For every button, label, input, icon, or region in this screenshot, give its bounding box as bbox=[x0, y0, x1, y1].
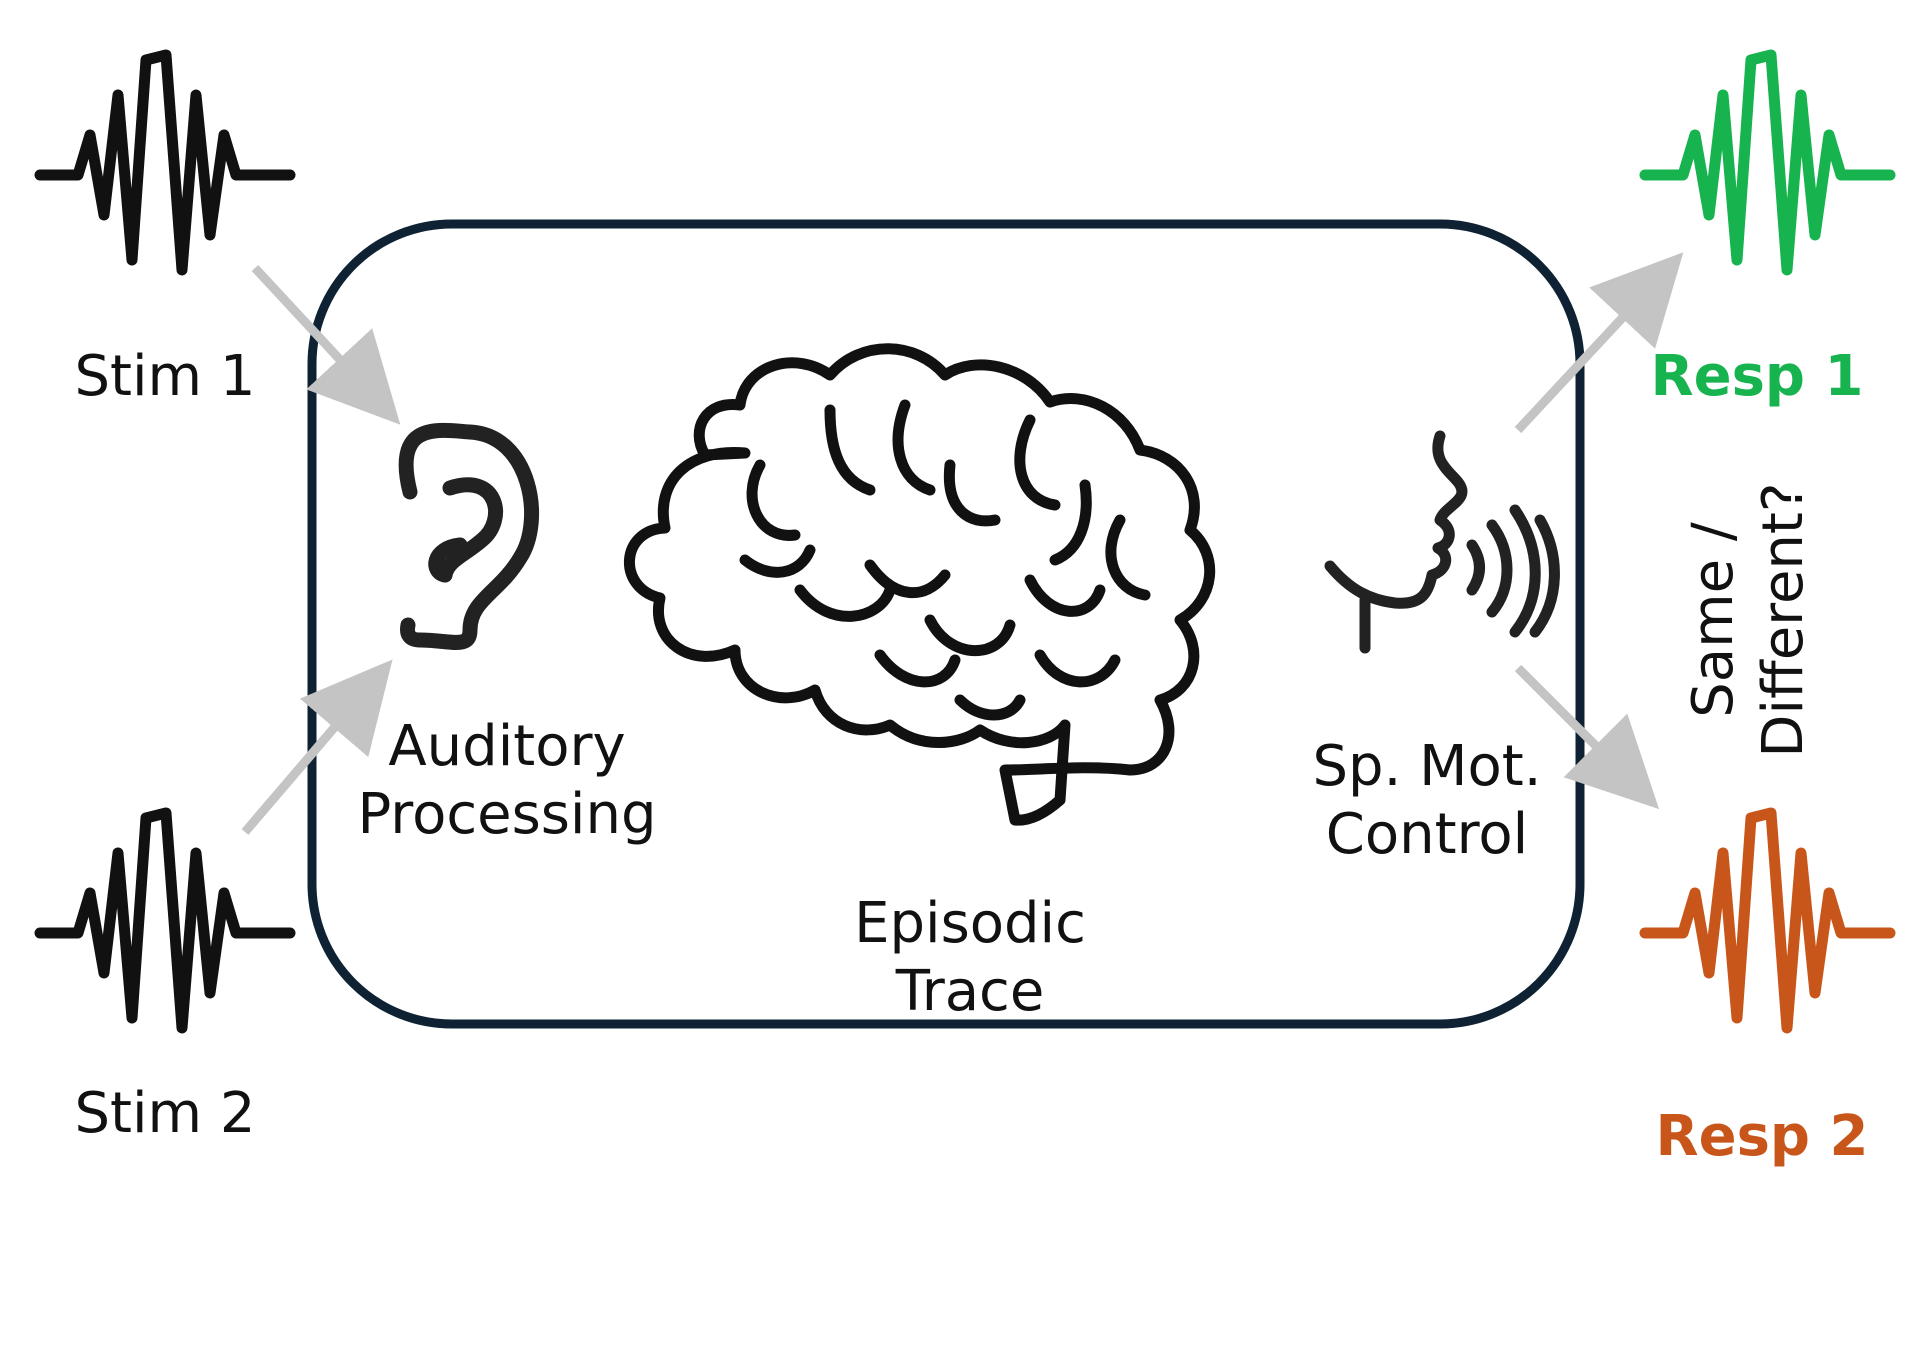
arrow-stim1-to-ear bbox=[251, 264, 401, 425]
episodic-label-line1: Episodic bbox=[854, 891, 1086, 956]
resp-2-waveform bbox=[1639, 807, 1896, 1034]
arrow-speech-to-resp2 bbox=[1514, 664, 1660, 810]
episodic-label-line2: Trace bbox=[895, 959, 1045, 1024]
ear-icon bbox=[398, 422, 540, 650]
arrow-stim2-to-ear bbox=[241, 659, 393, 835]
stim-1-label: Stim 1 bbox=[74, 344, 255, 409]
auditory-label-line1: Auditory bbox=[388, 714, 625, 779]
brain-icon bbox=[623, 343, 1216, 826]
stim-1-waveform bbox=[34, 49, 296, 276]
resp-1-label: Resp 1 bbox=[1651, 344, 1864, 409]
resp-2-label: Resp 2 bbox=[1656, 1104, 1869, 1169]
stim-2-label: Stim 2 bbox=[74, 1081, 255, 1146]
same-different-label: Same / Different? bbox=[1681, 482, 1816, 757]
arrow-speech-to-resp1 bbox=[1514, 252, 1684, 434]
stim-2-waveform bbox=[34, 807, 296, 1034]
processing-box bbox=[307, 219, 1585, 1029]
speaking-head-icon bbox=[1324, 430, 1560, 654]
speech-motor-label-line1: Sp. Mot. bbox=[1312, 734, 1541, 799]
resp-1-waveform bbox=[1639, 49, 1896, 276]
same-different-line1: Same / bbox=[1681, 522, 1746, 718]
speech-motor-label-line2: Control bbox=[1326, 802, 1528, 867]
same-different-line2: Different? bbox=[1751, 482, 1816, 757]
auditory-label-line2: Processing bbox=[357, 782, 656, 847]
